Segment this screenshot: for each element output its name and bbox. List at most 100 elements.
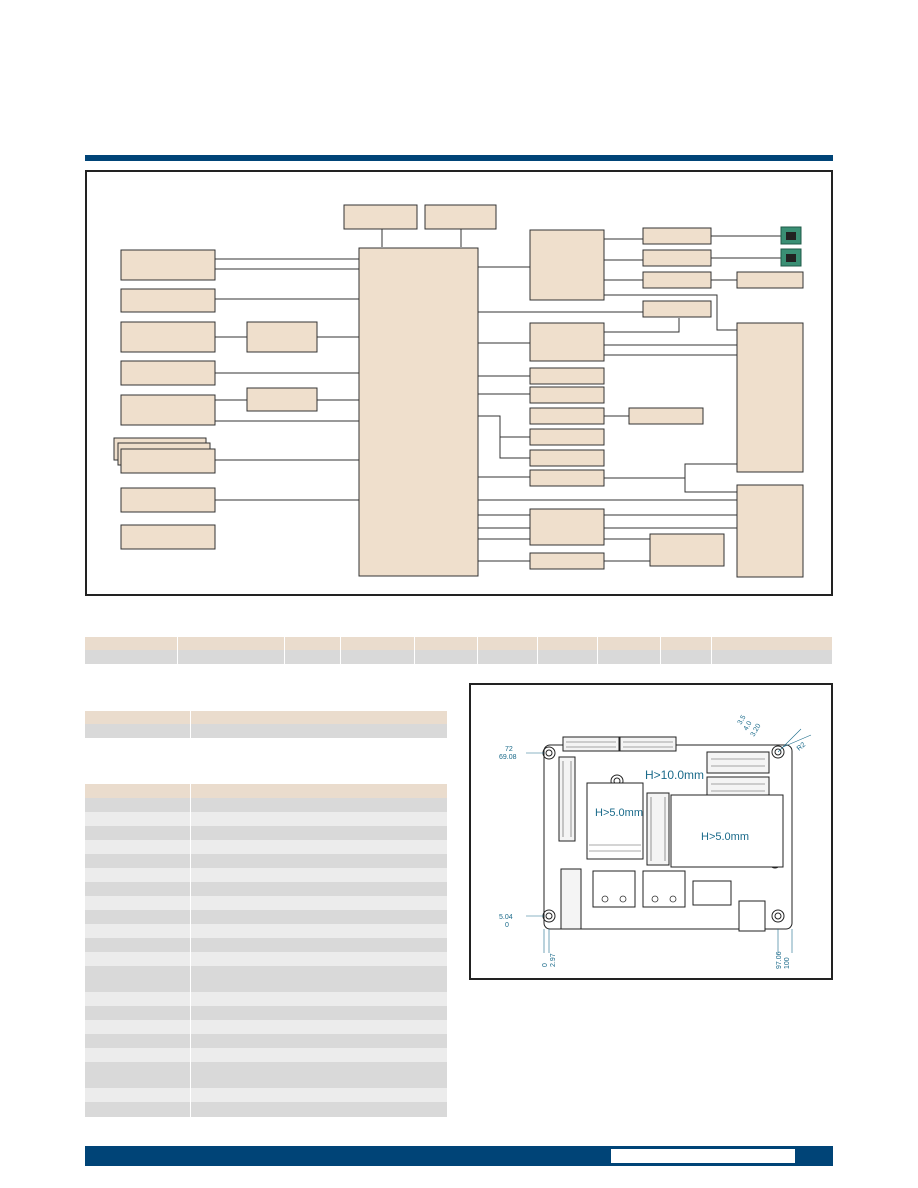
dim-radius: R2 [796, 741, 807, 752]
spec-header-cell [178, 637, 285, 650]
io-block-2 [529, 386, 605, 404]
io-table-row [85, 798, 447, 812]
phy-out-block [736, 271, 804, 289]
serial-port [692, 880, 732, 906]
dim-hole-3: 3.5 [737, 714, 748, 726]
sub-block-1 [642, 300, 712, 318]
height-zone-label-3: H>5.0mm [701, 831, 749, 843]
phy-block-3 [642, 271, 712, 289]
dim-hole-1: 4.0 [743, 720, 754, 732]
small-table-header [85, 711, 447, 724]
left-block-1 [120, 249, 216, 281]
left-block-2 [120, 288, 216, 313]
power-connector [560, 868, 582, 930]
dim-bottom-right-2: 100 [784, 957, 791, 969]
mechanical-drawing: 72 69.08 5.04 0 0 2.97 97.06 100 4.0 3.2… [469, 683, 833, 980]
io-table-row [85, 1102, 447, 1117]
height-zone-label-1: H>10.0mm [645, 768, 704, 782]
vertical-connector [558, 756, 576, 842]
block-diagram [85, 170, 833, 596]
left-block-3 [120, 321, 216, 353]
phy-block-1 [642, 227, 712, 245]
io-table-row [85, 924, 447, 938]
footer-box [611, 1149, 795, 1163]
hub-block [529, 322, 605, 362]
dim-bottom-1: 0 [542, 963, 549, 967]
io-block-6 [529, 469, 605, 487]
side-block [628, 407, 704, 425]
small-table [85, 711, 447, 738]
spec-header-cell [538, 637, 598, 650]
io-table-row [85, 1062, 447, 1088]
dim-bottom-2: 2.97 [550, 953, 557, 967]
io-table-row [85, 868, 447, 882]
spec-header-cell [341, 637, 415, 650]
dim-left-1: 5.04 [499, 914, 513, 921]
spec-header-cell [478, 637, 538, 650]
height-zone-label-2: H>5.0mm [595, 807, 643, 819]
spec-table [85, 637, 833, 664]
ethernet-port-2 [642, 870, 686, 908]
left-block-7 [120, 524, 216, 550]
io-table-row [85, 812, 447, 826]
io-block-1 [529, 367, 605, 385]
io-table-row [85, 896, 447, 910]
io-table-header [85, 784, 447, 798]
io-table-row [85, 1034, 447, 1048]
memory-block-2 [424, 204, 497, 230]
header-rule [85, 155, 833, 161]
io-table-row [85, 882, 447, 896]
left-block-4 [120, 360, 216, 386]
io-block-5 [529, 449, 605, 467]
mechanical-drawing-svg: 72 69.08 5.04 0 0 2.97 97.06 100 4.0 3.2… [499, 714, 812, 969]
left-bridge-2 [246, 387, 318, 412]
bottom-block-3 [529, 552, 605, 570]
io-table-row [85, 938, 447, 952]
memory-block-1 [343, 204, 418, 230]
spec-header-cell [415, 637, 478, 650]
phy-block-2 [642, 249, 712, 267]
stacked-block-front [120, 448, 216, 474]
io-table-row [85, 1048, 447, 1062]
io-table-row [85, 910, 447, 924]
dim-bottom-right-1: 97.06 [776, 951, 783, 969]
dim-left-2: 0 [505, 922, 509, 929]
io-table-row [85, 952, 447, 966]
io-block-4 [529, 428, 605, 446]
board-connector-1 [706, 751, 770, 774]
io-table-row [85, 854, 447, 868]
ethernet-port-1 [592, 870, 636, 908]
dim-top-left-2: 69.08 [499, 754, 517, 761]
spec-header-cell [661, 637, 712, 650]
bottom-block-1 [529, 508, 605, 546]
dc-jack [738, 900, 766, 932]
left-bridge-1 [246, 321, 318, 353]
io-table-row [85, 1088, 447, 1102]
spec-header-cell [598, 637, 661, 650]
small-table-row [85, 724, 447, 738]
spec-header-cell [285, 637, 341, 650]
switch-block [529, 229, 605, 301]
dim-top-left-1: 72 [505, 746, 513, 753]
spec-table-row [85, 650, 833, 664]
left-block-5 [120, 394, 216, 426]
io-table-row [85, 1006, 447, 1020]
spec-table-header [85, 637, 833, 650]
bottom-block-2 [649, 533, 725, 567]
height-zone-box-left [586, 782, 644, 860]
io-table-row [85, 966, 447, 992]
top-header-1 [562, 736, 620, 752]
io-table-row [85, 826, 447, 840]
spec-header-cell [85, 637, 178, 650]
right-tall-block-2 [736, 484, 804, 578]
block-diagram-svg [113, 204, 804, 578]
height-zone-box-right [670, 794, 784, 868]
io-table-row [85, 992, 447, 1006]
left-block-6 [120, 487, 216, 513]
top-header-2 [619, 736, 677, 752]
io-block-3 [529, 407, 605, 425]
right-tall-block-1 [736, 322, 804, 473]
io-table-row [85, 1020, 447, 1034]
cpu-block [358, 247, 479, 577]
spec-header-cell [712, 637, 833, 650]
